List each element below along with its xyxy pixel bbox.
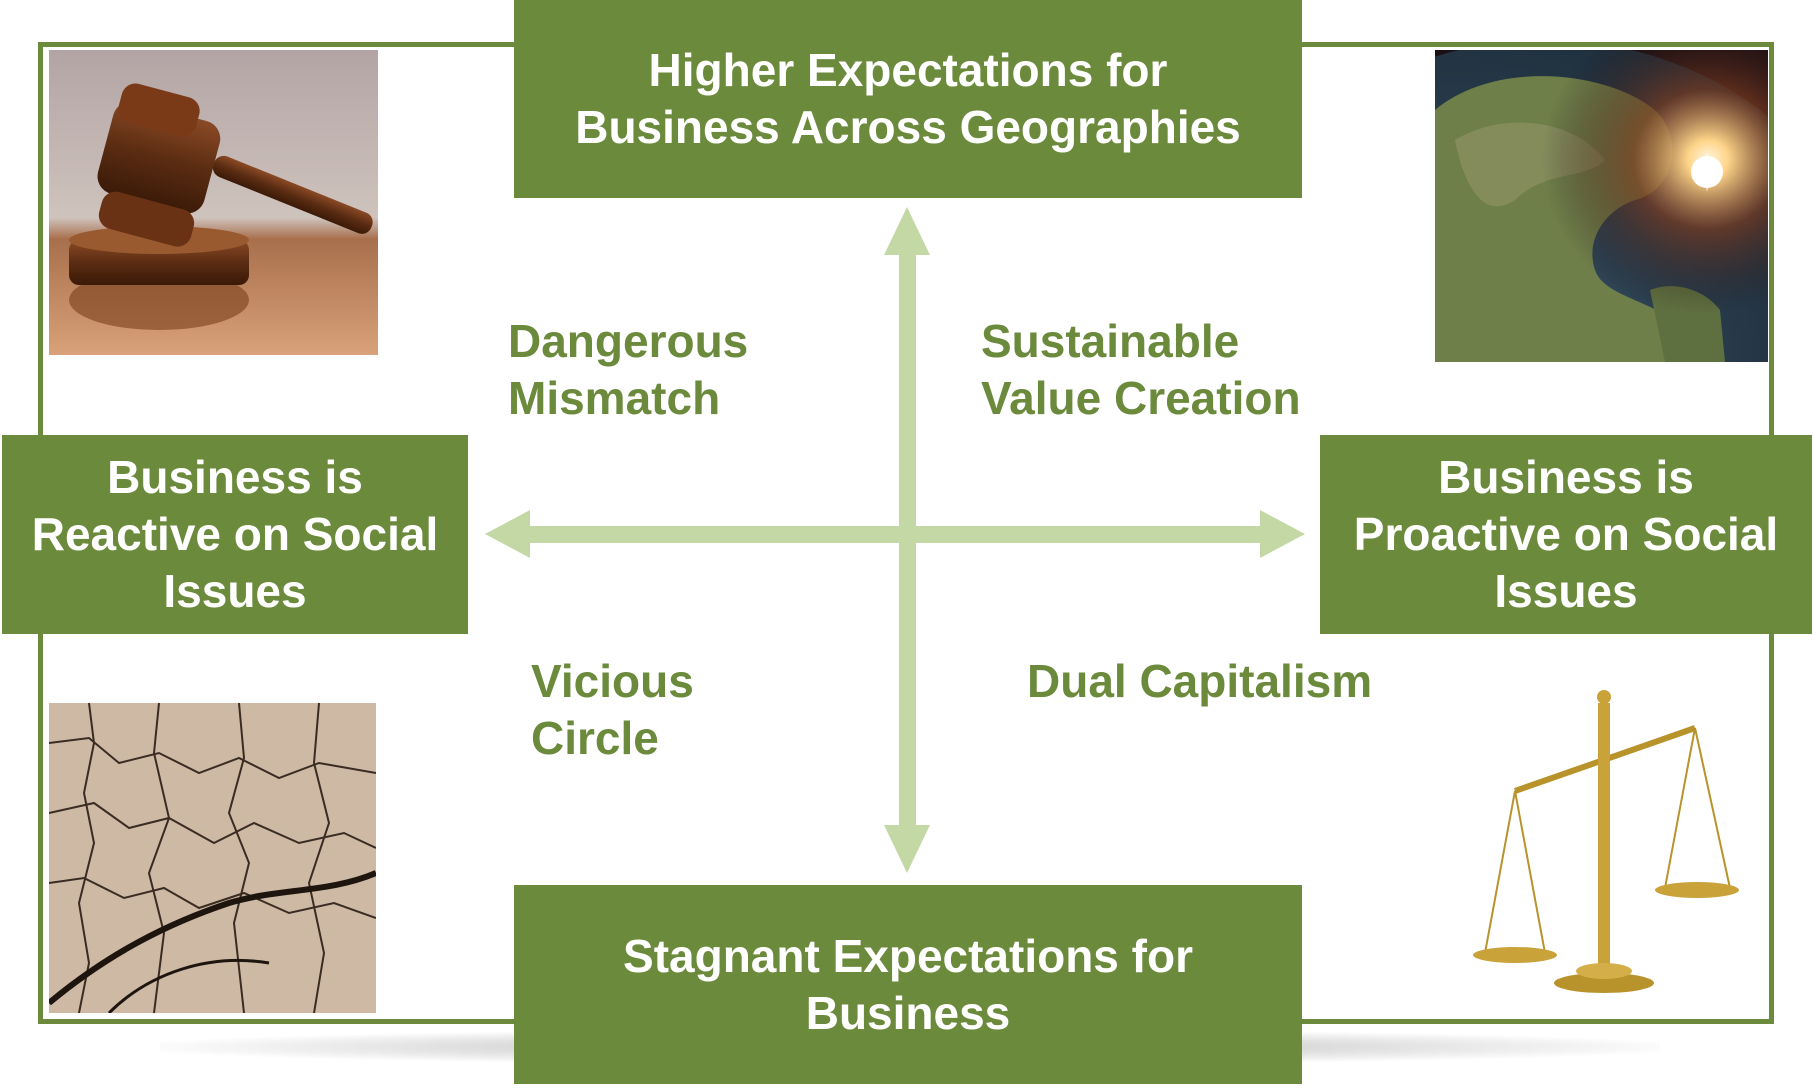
quadrant-label-top-right: Sustainable Value Creation: [981, 313, 1301, 427]
right-axis-line-1: Business is: [1438, 451, 1694, 503]
gavel-icon: [49, 50, 378, 355]
quadrant-label-bottom-left: Vicious Circle: [531, 653, 694, 767]
top-axis-line-1: Higher Expectations for: [648, 44, 1168, 96]
right-axis-line-2: Proactive on Social: [1353, 508, 1779, 560]
left-axis-line-3: Issues: [163, 565, 307, 617]
top-right-label-line-1: Sustainable: [981, 315, 1240, 367]
right-arrow-head: [1260, 510, 1305, 558]
left-arrow-head: [485, 510, 530, 558]
right-axis-box: Business is Proactive on Social Issues: [1320, 435, 1812, 634]
left-axis-line-1: Business is: [107, 451, 363, 503]
bottom-left-label-line-2: Circle: [531, 712, 659, 764]
left-axis-line-2: Reactive on Social: [31, 508, 439, 560]
top-axis-box: Higher Expectations for Business Across …: [514, 0, 1302, 198]
top-right-label-line-2: Value Creation: [981, 372, 1301, 424]
down-arrow-head: [884, 825, 930, 873]
bottom-right-label-line-1: Dual Capitalism: [1027, 655, 1373, 707]
scales-icon: [1460, 683, 1760, 1008]
top-axis-line-2: Business Across Geographies: [575, 101, 1241, 153]
bottom-axis-box: Stagnant Expectations for Business: [514, 885, 1302, 1084]
bottom-axis-line-2: Business: [805, 986, 1011, 1039]
cracked-earth-icon: [49, 703, 376, 1013]
top-left-label-line-1: Dangerous: [508, 315, 749, 367]
quadrant-label-bottom-right: Dual Capitalism: [1027, 653, 1372, 710]
bottom-axis-line-1: Stagnant Expectations for: [623, 929, 1193, 982]
horizontal-axis-line: [525, 526, 1275, 543]
right-axis-line-3: Issues: [1494, 565, 1638, 617]
left-axis-box: Business is Reactive on Social Issues: [2, 435, 468, 634]
up-arrow-head: [884, 207, 930, 255]
quadrant-label-top-left: Dangerous Mismatch: [508, 313, 748, 427]
earth-icon: [1435, 50, 1768, 362]
top-left-label-line-2: Mismatch: [508, 372, 721, 424]
bottom-left-label-line-1: Vicious: [531, 655, 694, 707]
